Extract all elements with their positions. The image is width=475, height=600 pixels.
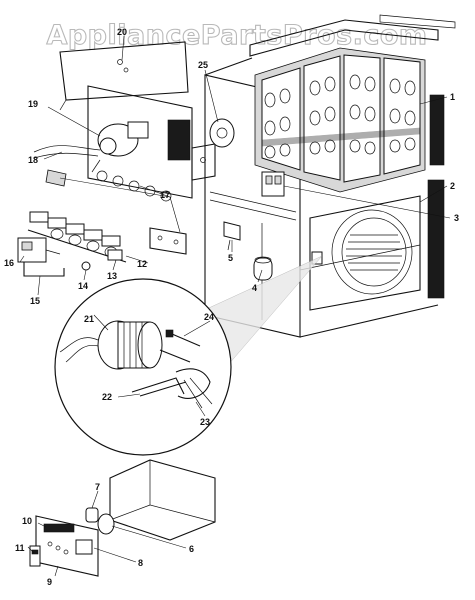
motor-mount-bracket — [131, 377, 187, 397]
ignitor — [107, 249, 123, 261]
part-callouts: 1 2 3 4 5 6 7 8 9 10 11 12 13 14 15 16 1… — [4, 27, 459, 587]
callout-18: 18 — [28, 155, 38, 165]
callout-16: 16 — [4, 258, 14, 268]
callout-3: 3 — [454, 213, 459, 223]
flame-sensor-bracket — [149, 227, 187, 255]
callout-17: 17 — [160, 190, 170, 200]
right-side-panel-upper — [429, 94, 445, 166]
callout-1: 1 — [450, 92, 455, 102]
callout-12: 12 — [137, 259, 147, 269]
fuse-holder — [85, 507, 99, 523]
control-board — [35, 515, 99, 577]
blower-motor — [59, 320, 191, 370]
callout-23: 23 — [200, 417, 210, 427]
gas-valve — [17, 237, 61, 263]
cabinet-top-frame — [249, 14, 456, 57]
callout-2: 2 — [450, 181, 455, 191]
callout-4: 4 — [252, 283, 257, 293]
heat-exchanger — [254, 47, 426, 193]
callout-25: 25 — [198, 60, 208, 70]
rollout-switch — [261, 171, 285, 197]
leader-lines — [19, 35, 451, 577]
callout-11: 11 — [15, 543, 25, 553]
blower-housing — [309, 195, 421, 311]
gas-pipe — [23, 262, 65, 277]
callout-19: 19 — [28, 99, 38, 109]
door-switch — [223, 221, 241, 251]
capacitor — [253, 256, 273, 281]
callout-13: 13 — [107, 271, 117, 281]
callout-8: 8 — [138, 558, 143, 568]
transformer — [97, 513, 115, 535]
callout-22: 22 — [102, 392, 112, 402]
callout-9: 9 — [47, 577, 52, 587]
blower-motor-detail-circle — [54, 278, 232, 456]
motor-mount-arms — [175, 368, 213, 409]
inducer-blower-motor — [91, 121, 149, 173]
control-box-cover — [109, 459, 216, 541]
callout-10: 10 — [22, 516, 32, 526]
callout-21: 21 — [84, 314, 94, 324]
mounting-bracket — [191, 143, 216, 181]
burner-control-panel — [87, 85, 193, 202]
terminal-block — [29, 545, 41, 567]
callout-14: 14 — [78, 281, 88, 291]
callout-6: 6 — [189, 544, 194, 554]
callout-15: 15 — [30, 296, 40, 306]
top-cover-panel — [59, 41, 189, 111]
callout-24: 24 — [204, 312, 214, 322]
watermark: AppliancePartsPros.com — [46, 20, 427, 51]
mounting-bolt — [165, 329, 201, 347]
callout-5: 5 — [228, 253, 233, 263]
limit-switch — [209, 118, 235, 148]
wire-harness — [33, 145, 101, 159]
burner-orifice — [81, 261, 91, 271]
callout-20: 20 — [117, 27, 127, 37]
pressure-switch — [45, 169, 67, 187]
callout-7: 7 — [95, 482, 100, 492]
right-side-panel-lower — [427, 179, 445, 299]
